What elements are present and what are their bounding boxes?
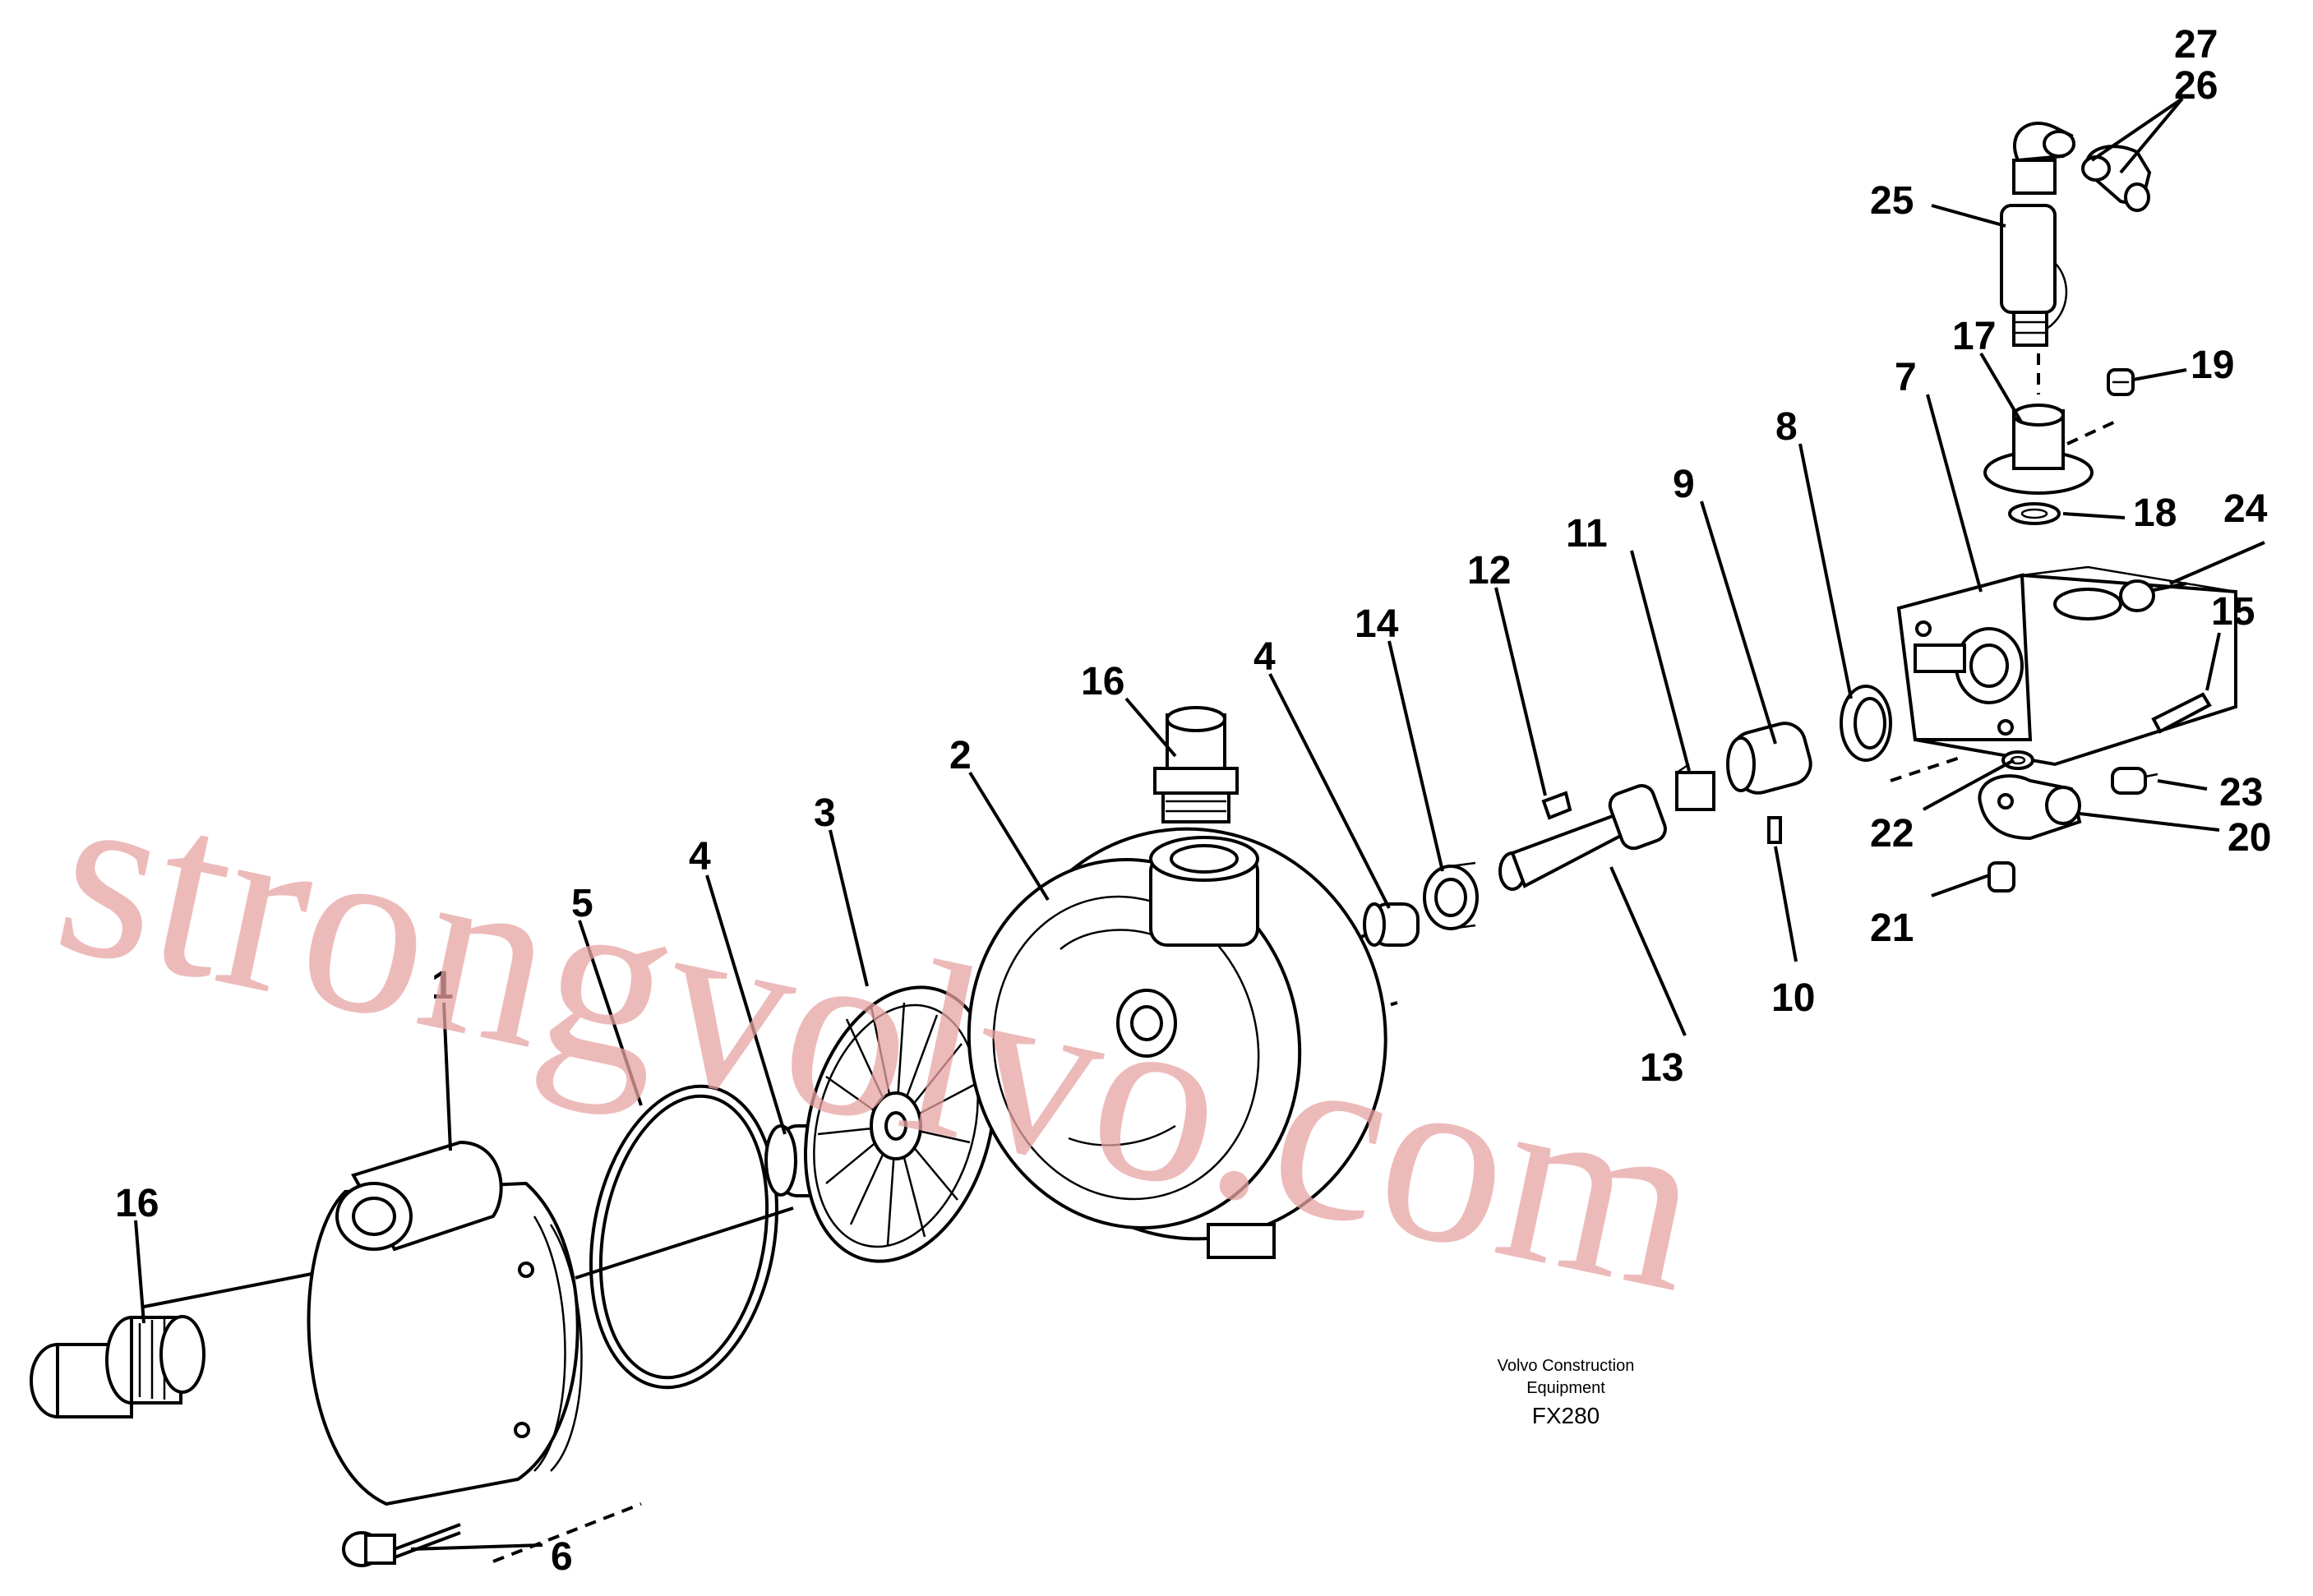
part-4-bushing-right [1363, 902, 1420, 947]
part-labels: 1 2 3 4 4 5 6 7 8 9 10 11 12 13 14 15 16… [115, 23, 2271, 1579]
label-part-16-left: 16 [115, 1182, 159, 1225]
label-part-20: 20 [2228, 816, 2271, 860]
label-part-18: 18 [2133, 491, 2177, 535]
label-part-14: 14 [1355, 602, 1399, 646]
part-22-washer [2001, 750, 2034, 770]
part-10-grub-screw [1767, 816, 1782, 844]
part-16-top-fitting [1153, 706, 1239, 823]
label-part-15: 15 [2211, 590, 2255, 634]
label-part-25: 25 [1870, 179, 1914, 223]
label-part-22: 22 [1870, 812, 1914, 856]
label-part-23: 23 [2219, 771, 2263, 814]
part-26-27-elbows [2012, 122, 2152, 212]
part-7-motor-housing [1896, 565, 2237, 767]
label-part-27: 27 [2174, 23, 2218, 67]
label-part-7: 7 [1895, 356, 1917, 399]
label-part-4-right: 4 [1253, 635, 1276, 679]
credit-block: Volvo Construction Equipment FX280 [1498, 1357, 1635, 1428]
label-part-19: 19 [2191, 344, 2234, 387]
part-5-o-ring [589, 1084, 778, 1390]
label-part-4-left: 4 [689, 835, 711, 879]
label-part-1: 1 [432, 964, 454, 1008]
part-15-pin [2151, 692, 2212, 734]
label-part-21: 21 [1870, 906, 1914, 950]
part-19-screw [2107, 368, 2135, 396]
label-part-10: 10 [1771, 976, 1815, 1020]
part-23-nipple [2111, 767, 2158, 795]
credit-code: FX280 [1532, 1403, 1600, 1428]
label-part-26: 26 [2174, 64, 2218, 108]
label-part-3: 3 [814, 791, 836, 835]
part-8-seal [1840, 685, 1892, 762]
part-20-elbow-flange [1978, 774, 2082, 841]
label-part-24: 24 [2223, 487, 2268, 531]
part-16-left-fitting [30, 1315, 205, 1418]
part-12-key [1541, 791, 1572, 820]
part-13-shaft [1498, 784, 1667, 891]
label-part-13: 13 [1640, 1046, 1683, 1090]
part-17-adapter-flange [1983, 404, 2121, 495]
part-11-coupling-block [1675, 763, 1715, 811]
label-part-5: 5 [571, 882, 593, 925]
label-part-11: 11 [1566, 512, 1608, 556]
part-25-valve [2000, 204, 2068, 394]
credit-line-2: Equipment [1526, 1379, 1605, 1397]
label-part-2: 2 [949, 734, 972, 777]
label-part-17: 17 [1952, 315, 1996, 358]
part-24-sensor [2119, 579, 2187, 612]
part-1-end-cover [307, 1140, 583, 1506]
credit-line-1: Volvo Construction [1498, 1357, 1635, 1375]
label-part-6: 6 [551, 1535, 573, 1579]
leader-lines [134, 97, 2265, 1551]
part-6-bolt [342, 1523, 461, 1567]
axis-segment [575, 1206, 794, 1280]
part-18-washer [2008, 502, 2061, 525]
part-14-seal-ring [1423, 861, 1479, 930]
label-part-9: 9 [1673, 463, 1695, 506]
part-2-pump-housing [967, 827, 1387, 1259]
part-21-screw [1988, 861, 2015, 893]
label-part-16-top: 16 [1081, 660, 1124, 703]
label-part-8: 8 [1775, 405, 1798, 449]
part-9-coupling [1726, 722, 1812, 795]
axis-dashed [1890, 754, 1965, 782]
bolt-dashed [492, 1502, 642, 1563]
label-part-12: 12 [1467, 549, 1511, 593]
part-3-impeller [803, 985, 997, 1263]
